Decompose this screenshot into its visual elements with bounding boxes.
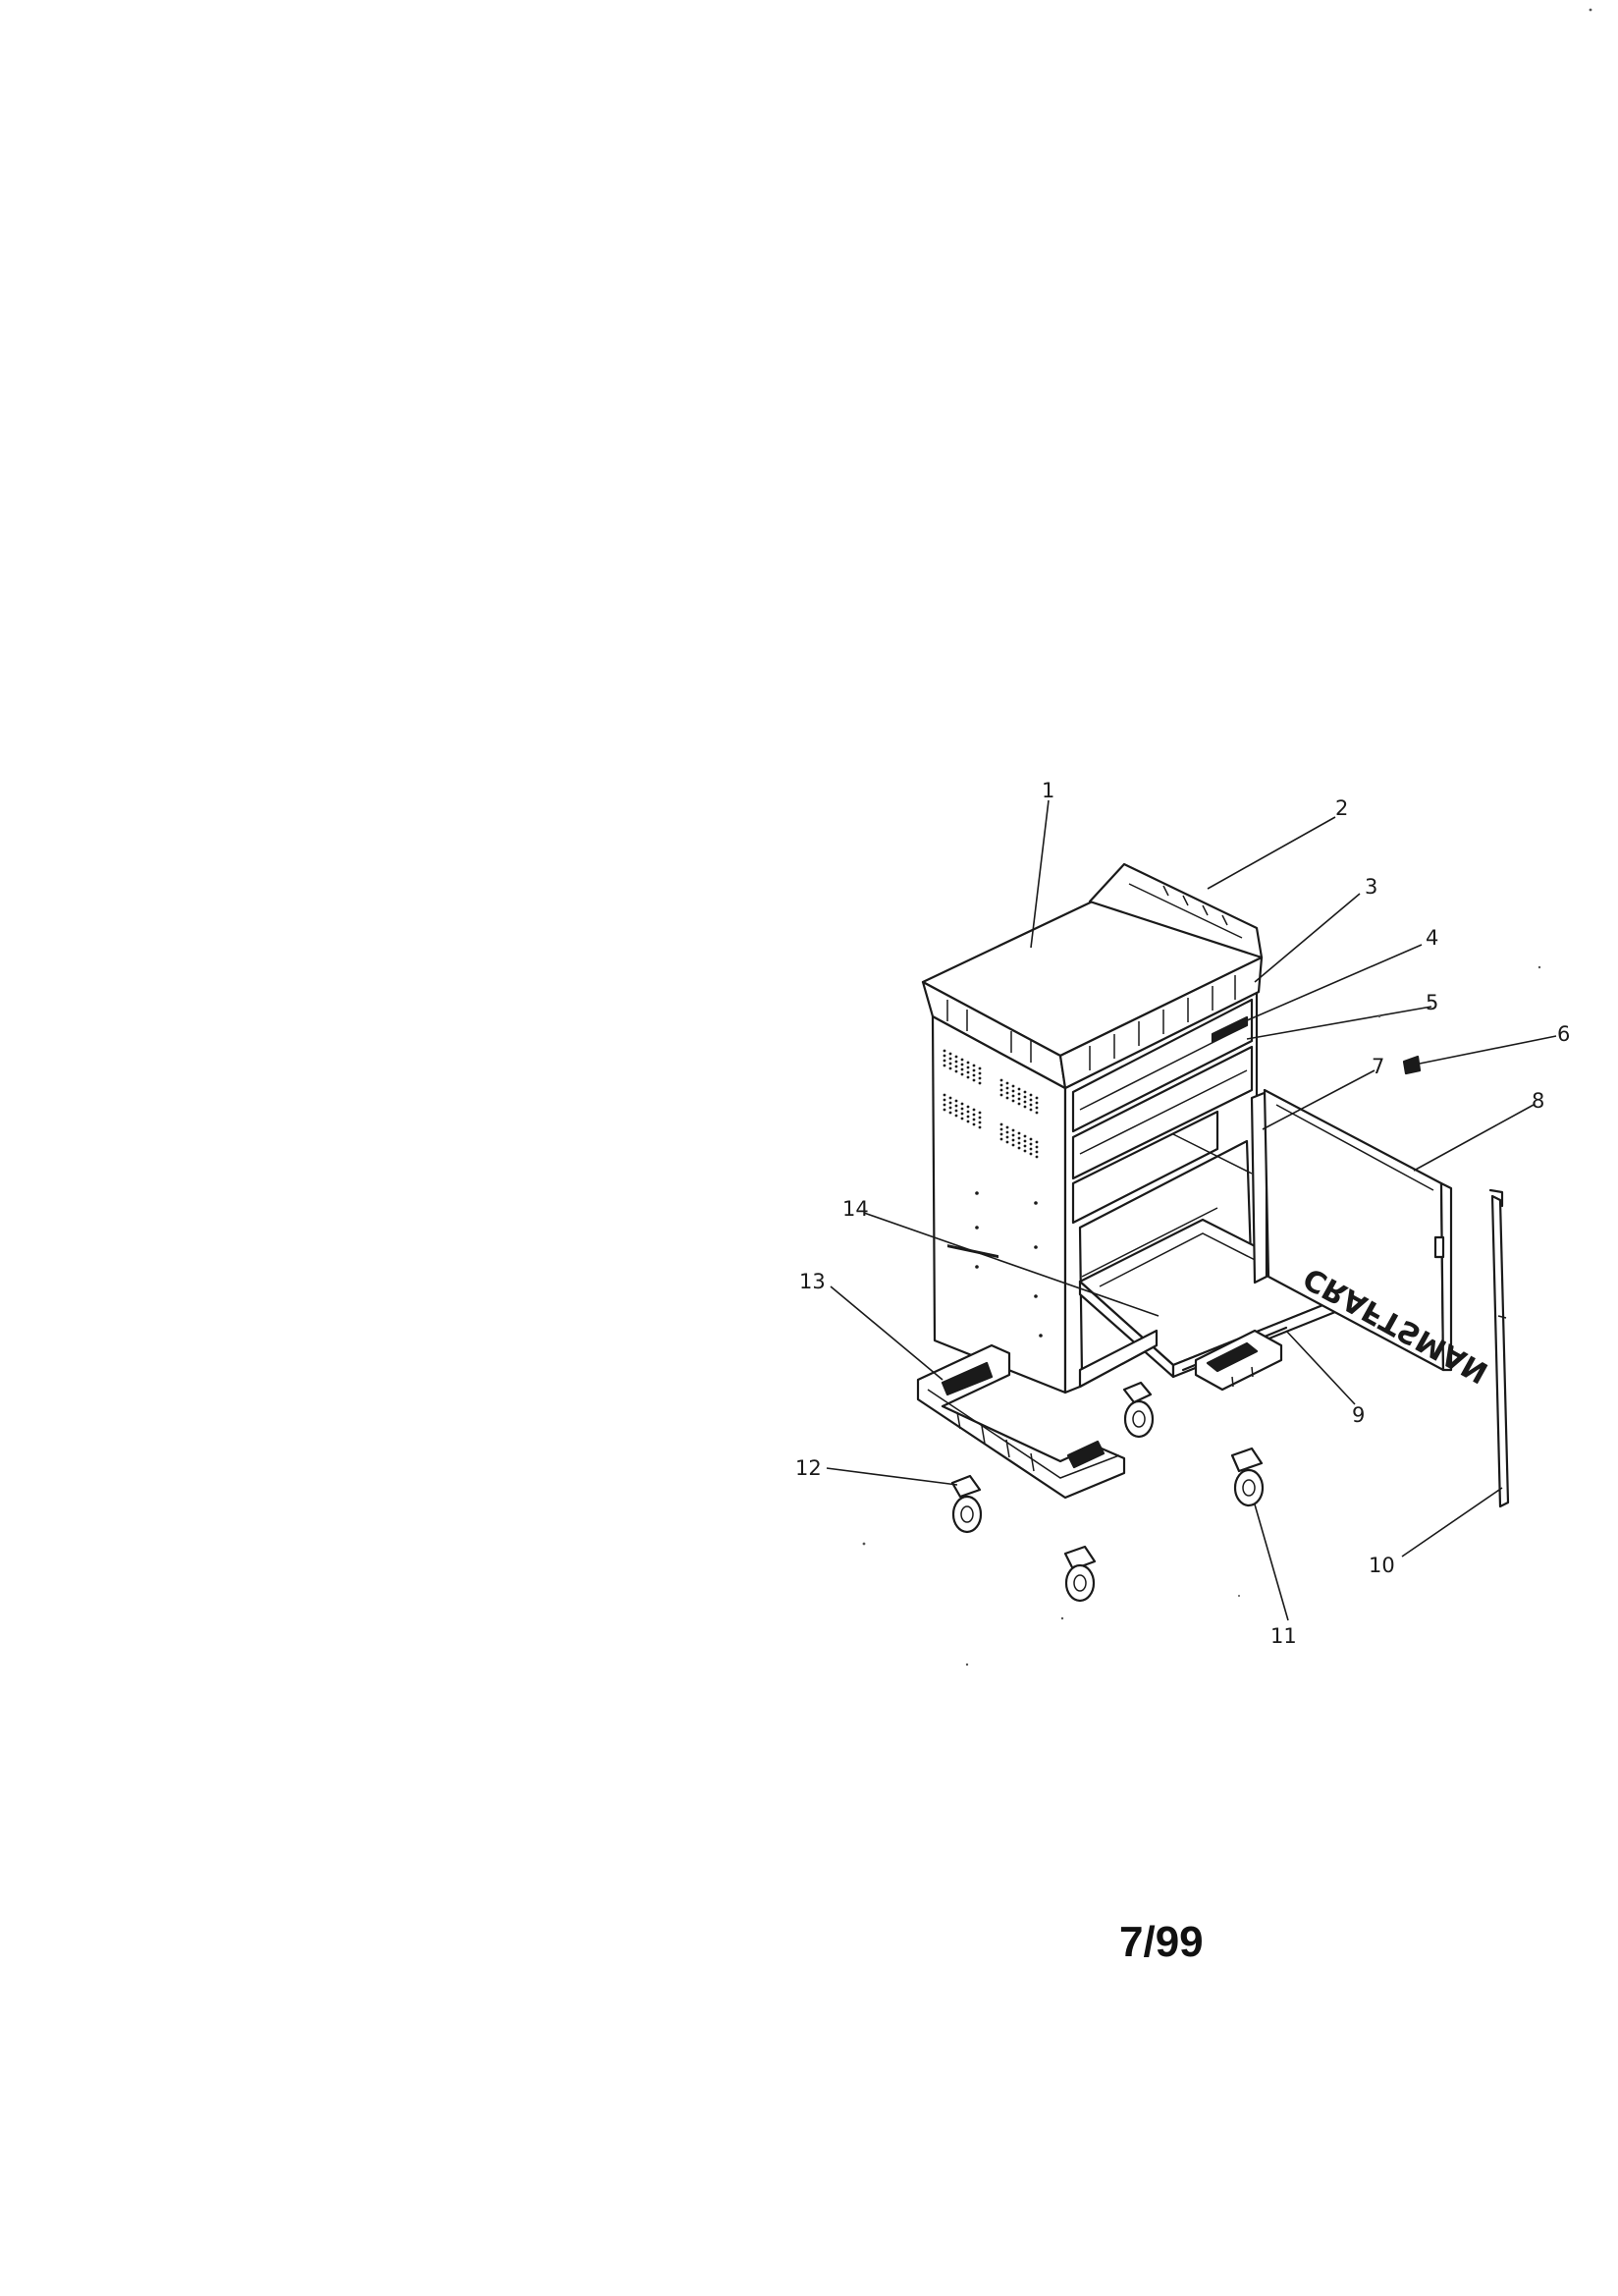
callout-11: 11 bbox=[1270, 1624, 1297, 1648]
caster-rigid bbox=[1230, 1447, 1265, 1507]
scan-specks bbox=[862, 8, 1592, 1667]
cabinet-base-front bbox=[1078, 1329, 1159, 1389]
callout-13: 13 bbox=[799, 1270, 826, 1293]
callout-1: 1 bbox=[1042, 779, 1054, 802]
screw-part bbox=[1402, 1055, 1422, 1075]
callout-3: 3 bbox=[1365, 875, 1377, 899]
callout-2: 2 bbox=[1335, 796, 1348, 820]
callout-12: 12 bbox=[795, 1456, 822, 1480]
door-hinge-strip bbox=[1250, 1090, 1268, 1285]
callout-8: 8 bbox=[1532, 1089, 1544, 1113]
tray-ridges bbox=[1162, 885, 1228, 926]
base-rail-right bbox=[1194, 1329, 1283, 1392]
callout-9: 9 bbox=[1352, 1403, 1365, 1427]
caster-swivel bbox=[950, 1474, 983, 1534]
door-latch bbox=[1433, 1235, 1445, 1259]
drawer-top-handle bbox=[1211, 1015, 1249, 1044]
caster-rear-left bbox=[1122, 1381, 1155, 1439]
callout-6: 6 bbox=[1557, 1022, 1570, 1046]
callout-14: 14 bbox=[842, 1197, 869, 1221]
callout-7: 7 bbox=[1372, 1055, 1384, 1078]
base-rail-left bbox=[916, 1343, 1126, 1500]
callout-10: 10 bbox=[1369, 1554, 1395, 1577]
callout-5: 5 bbox=[1426, 991, 1438, 1014]
drawer-lower bbox=[1071, 1110, 1219, 1225]
page-code: 7/99 bbox=[1119, 1918, 1204, 1966]
rear-tray bbox=[1088, 862, 1264, 959]
bumper-ridges bbox=[946, 975, 1236, 1070]
drawer-top bbox=[1071, 998, 1254, 1133]
callout-4: 4 bbox=[1426, 926, 1438, 950]
leader-lines bbox=[826, 799, 1557, 1621]
door-hinge-rod bbox=[1488, 1188, 1510, 1508]
vent-dots bbox=[943, 1049, 1043, 1338]
caster-front bbox=[1063, 1545, 1097, 1603]
callout-labels: 1 2 3 4 5 6 7 8 9 10 11 12 13 14 bbox=[795, 779, 1570, 1648]
